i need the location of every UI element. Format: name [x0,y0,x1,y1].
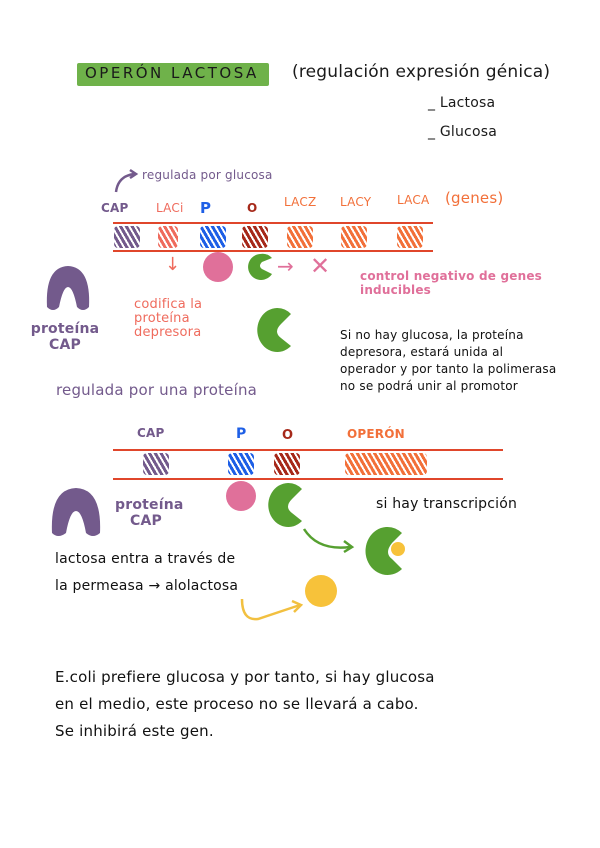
conclusion-line2: en el medio, este proceso no se llevará … [55,695,419,713]
cap-protein-label-2-line1: proteína [115,497,184,513]
dna-strand-bottom-2 [113,478,503,480]
annotation-regulada-glucosa: regulada por glucosa [142,168,273,182]
cap-protein-label: proteína CAP [30,321,100,353]
codifica-note: codifica la proteína depresora [134,298,202,340]
arrow-right-icon: → [277,254,294,278]
codifica-line1: codifica la [134,297,203,312]
cap-protein-label-line2: CAP [49,337,81,353]
lactose-note-line2: la permeasa → alolactosa [55,578,239,594]
label-laci: LACi [156,201,184,215]
lacz-segment [287,226,313,248]
conclusion-text: E.coli prefiere glucosa y por tanto, si … [55,664,435,745]
dna-strand-top-2 [113,449,503,451]
explanation-line3: operador y por tanto la polimerasa [340,362,557,376]
operon-segment [345,453,427,475]
lacy-segment [341,226,367,248]
explanation-note: Si no hay glucosa, la proteína depresora… [340,327,590,395]
label-cap-2: CAP [137,426,165,440]
repressor-protein-large-icon [257,307,291,352]
conclusion-line3: Se inhibirá este gen. [55,722,214,740]
allolactose-circle [305,575,337,607]
regulada-proteina-heading: regulada por una proteína [56,381,258,399]
laci-segment [158,226,178,248]
lactose-note: lactosa entra a través de la permeasa → … [55,546,238,600]
cap-protein-icon-2 [51,488,101,536]
promoter-segment [200,226,226,248]
bullet-lactosa: _ Lactosa [428,95,496,111]
rna-polymerase-circle [203,252,233,282]
green-arrow-icon [302,528,355,554]
cap-protein-label-2: proteína CAP [115,497,184,529]
operator-segment-2 [274,453,300,475]
title-highlight [77,63,269,86]
label-operator: O [247,201,258,215]
label-operator-2: O [282,428,294,443]
explanation-line2: depresora, estará unida al [340,345,504,359]
label-operon: OPERÓN [347,427,405,441]
explanation-line1: Si no hay glucosa, la proteína [340,328,524,342]
lactose-note-line1: lactosa entra a través de [55,551,236,567]
yellow-arrow-icon [240,598,304,621]
cap-protein-label-2-line2: CAP [130,513,162,529]
arrow-down-icon: ↓ [165,254,181,275]
label-cap: CAP [101,201,129,215]
dna-strand-top [113,222,433,224]
label-promoter: P [200,199,212,217]
conclusion-line1: E.coli prefiere glucosa y por tanto, si … [55,668,435,686]
explanation-line4: no se podrá unir al promotor [340,379,518,393]
cap-site-segment-2 [143,453,169,475]
page-subtitle: (regulación expresión génica) [292,62,551,82]
label-promoter-2: P [236,426,247,442]
codifica-line3: depresora [134,325,202,340]
cap-protein-label-line1: proteína [30,321,100,337]
label-laca: LACA [397,193,430,207]
label-lacy: LACY [340,195,372,209]
cross-icon: ✕ [310,252,331,280]
promoter-segment-2 [228,453,254,475]
label-genes: (genes) [445,189,504,207]
rna-polymerase-circle-2 [226,481,256,511]
control-negativo-note: control negativo de genes inducibles [360,269,543,297]
transcription-note: si hay transcripción [376,496,518,512]
curved-arrow-icon [114,168,139,193]
repressor-protein-icon [248,253,272,280]
cap-protein-icon [46,266,90,310]
label-lacz: LACZ [284,195,317,209]
cap-site-segment [114,226,140,248]
laca-segment [397,226,423,248]
dna-strand-bottom [113,250,433,252]
repressor-protein-detached-icon [268,482,302,527]
bullet-glucosa: _ Glucosa [428,124,497,140]
codifica-line2: proteína [134,311,190,326]
repressor-allolactose-complex-icon [365,526,405,575]
page-title: OPERÓN LACTOSA [85,64,259,82]
operator-segment [242,226,268,248]
